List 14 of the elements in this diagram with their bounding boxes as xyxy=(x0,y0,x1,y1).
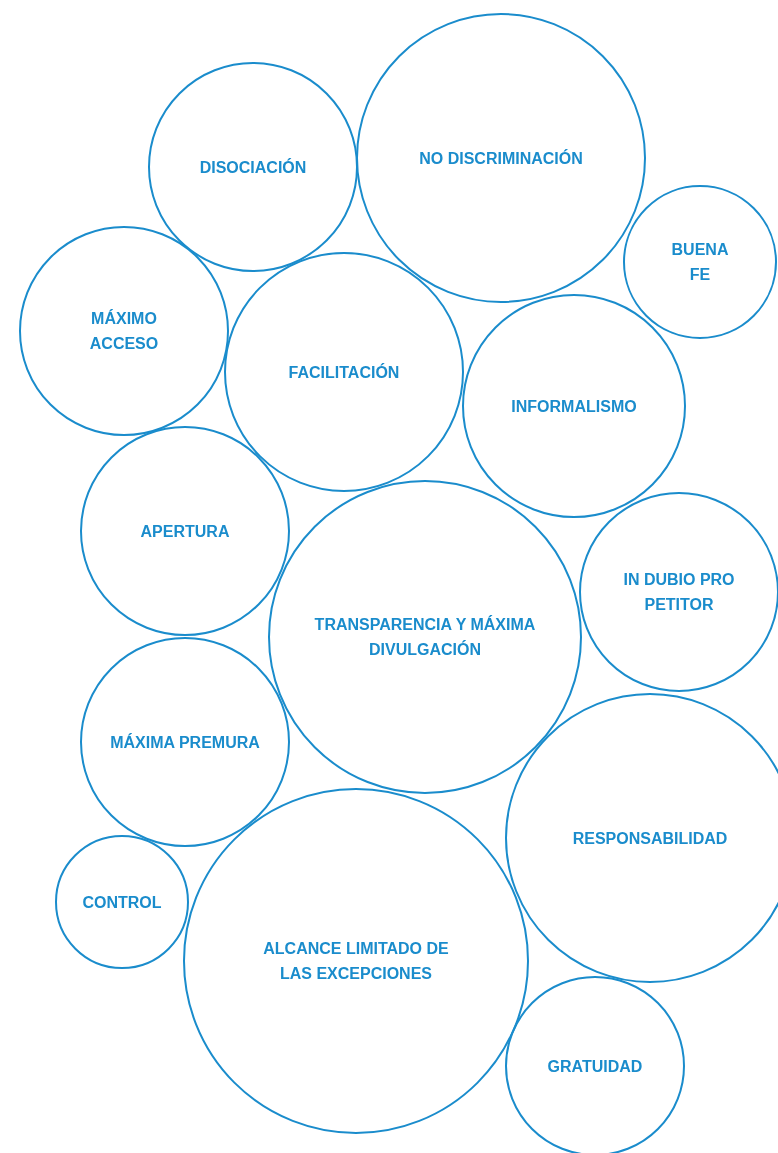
circle-label: NO DISCRIMINACIÓN xyxy=(418,148,584,169)
circle-label: BUENA FE xyxy=(670,240,730,285)
circle-label: RESPONSABILIDAD xyxy=(571,828,729,849)
circle-label: GRATUIDAD xyxy=(546,1056,644,1077)
circle-label: MÁXIMO ACCESO xyxy=(88,308,160,354)
circle-label: MÁXIMA PREMURA xyxy=(109,732,261,753)
circle-label: ALCANCE LIMITADO DE LAS EXCEPCIONES xyxy=(262,939,450,984)
circle-label: CONTROL xyxy=(81,892,163,913)
circle-label: FACILITACIÓN xyxy=(287,362,401,383)
circle-label: APERTURA xyxy=(139,521,231,542)
circle-label: IN DUBIO PRO PETITOR xyxy=(622,570,736,615)
circle-label: DISOCIACIÓN xyxy=(198,157,308,178)
circle-label: INFORMALISMO xyxy=(510,396,638,417)
circle-label: TRANSPARENCIA Y MÁXIMA DIVULGACIÓN xyxy=(313,614,537,660)
